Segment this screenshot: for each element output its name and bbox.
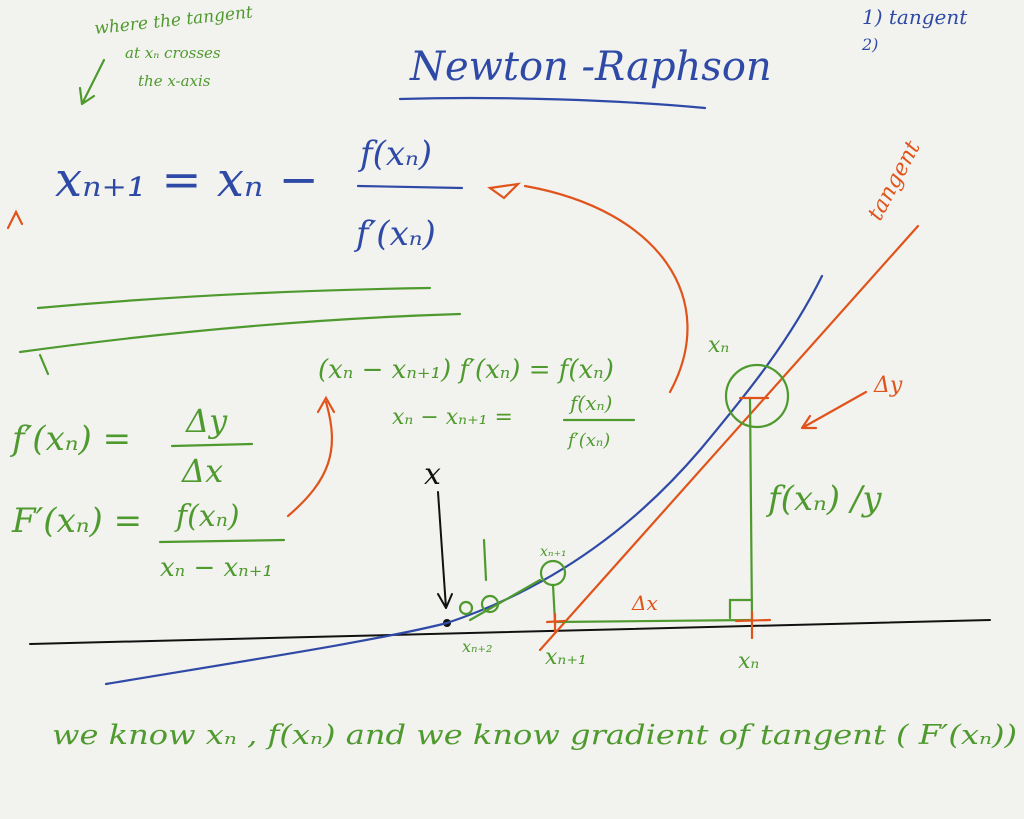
xn2-label: xₙ₊₂ (462, 637, 492, 656)
eq1-fraction-bar (170, 442, 254, 448)
xn1-small-label: xₙ₊₁ (540, 544, 567, 560)
arrow-eq2-head (316, 395, 336, 414)
separator-1 (36, 286, 432, 310)
list-item-1: 1) tangent (862, 5, 968, 29)
separator-tick (38, 353, 50, 376)
arrow-head-formula (487, 182, 522, 200)
delta-y-arrow (800, 390, 868, 430)
separator-2 (18, 312, 462, 354)
xn-point-circle (724, 363, 790, 429)
eq2-denominator: xₙ − xₙ₊₁ (160, 553, 273, 583)
formula-lhs: xₙ₊₁ = xₙ − (55, 152, 319, 208)
note-line-3: the x-axis (138, 72, 211, 90)
note-line-1: where the tangent (93, 2, 253, 39)
xn1-axis-label: xₙ₊₁ (545, 645, 587, 670)
small-tangent-step (468, 578, 542, 622)
stray-mark (6, 209, 24, 230)
formula-denominator: f′(xₙ) (353, 214, 436, 254)
eq1-lhs: f′(xₙ) = (9, 419, 131, 459)
root-arrow (437, 491, 453, 609)
xn-top-label: xₙ (708, 333, 729, 358)
vertical-fxn-line (748, 396, 754, 622)
xn1-point-circle (539, 559, 567, 587)
bottom-note: we know xₙ , f(xₙ) and we know gradient … (52, 720, 1017, 751)
eq2-fraction-bar (158, 538, 286, 544)
right-angle-marker (728, 598, 754, 620)
note-line-2: at xₙ crosses (125, 44, 221, 62)
horizontal-dx-line (553, 618, 754, 624)
root-x-label: x (424, 457, 441, 492)
xn-axis-marker (734, 610, 772, 640)
page-title: Newton -Raphson (409, 44, 772, 90)
formula-numerator: f(xₙ) (357, 134, 432, 174)
eq2-lhs: F′(xₙ) = (11, 501, 142, 541)
small-vertical-tick (482, 538, 488, 582)
arrow-eq2-to-eq3 (286, 400, 333, 518)
list-item-2: 2) (861, 35, 878, 54)
formula-fraction-bar (356, 184, 464, 190)
xn2-loop-2 (458, 600, 474, 616)
tangent-line (538, 224, 920, 652)
eq4-numerator: f(xₙ) (568, 391, 612, 415)
eq1-numerator: Δy (184, 402, 228, 440)
xn2-loop-1 (480, 594, 500, 614)
eq3: (xₙ − xₙ₊₁) f′(xₙ) = f(xₙ) (318, 355, 614, 385)
eq1-denominator: Δx (180, 452, 223, 490)
title-underline (398, 96, 707, 110)
eq2-numerator: f(xₙ) (174, 499, 240, 534)
fxn-y-label: f(xₙ) /y (765, 479, 882, 519)
eq4-denominator: f′(xₙ) (566, 430, 610, 451)
note-arrow (78, 58, 106, 106)
xn-axis-label: xₙ (738, 649, 759, 674)
tangent-label: tangent (863, 137, 926, 225)
xn1-axis-marker (545, 612, 567, 634)
delta-y-label: Δy (873, 373, 903, 398)
x-axis (29, 619, 991, 645)
eq4-lhs: xₙ − xₙ₊₁ = (392, 405, 513, 430)
delta-x-label: Δx (631, 591, 658, 615)
curved-arrow-to-formula (523, 184, 689, 394)
